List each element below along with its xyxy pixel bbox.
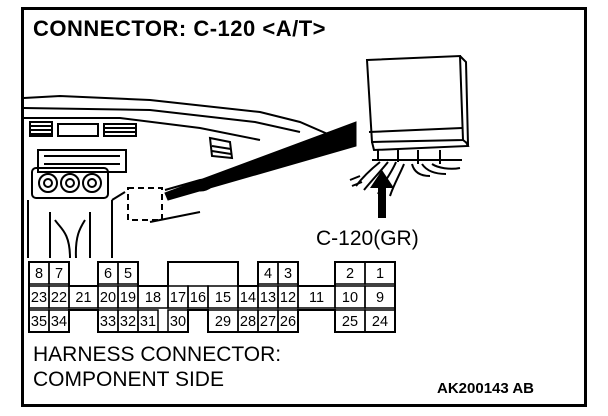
pin-label: 9 — [376, 290, 384, 306]
pin-label: 5 — [124, 266, 132, 282]
dashboard-illustration — [23, 94, 331, 259]
connector-callout-label: C-120(GR) — [316, 227, 419, 250]
pin-label: 10 — [342, 290, 358, 306]
pin-label: 13 — [260, 290, 276, 306]
pin-label: 29 — [215, 314, 231, 330]
pin-label: 12 — [280, 290, 296, 306]
ecu-unit — [349, 54, 470, 197]
pin-label: 27 — [260, 314, 276, 330]
connector-title: CONNECTOR: C-120 <A/T> — [33, 16, 326, 41]
pin-label: 33 — [100, 314, 116, 330]
pin-label: 25 — [342, 314, 358, 330]
pin-label: 32 — [120, 314, 136, 330]
pin-label: 14 — [240, 290, 256, 306]
pin-label: 20 — [100, 290, 116, 306]
pin-cell — [364, 285, 396, 309]
harness-label-line2: COMPONENT SIDE — [33, 368, 224, 391]
pin-label: 3 — [284, 266, 292, 282]
pin-label: 35 — [31, 314, 47, 330]
diagram-frame — [21, 7, 587, 407]
pin-cell — [277, 261, 299, 285]
pin-label: 8 — [35, 266, 43, 282]
pin-label: 21 — [75, 290, 91, 306]
pin-cell — [48, 309, 70, 333]
pin-label: 24 — [372, 314, 388, 330]
pin-label: 6 — [104, 266, 112, 282]
pin-cell — [364, 309, 396, 333]
pin-cell — [277, 309, 299, 333]
pin-cell — [167, 309, 189, 333]
figure-code: AK200143 AB — [437, 380, 534, 397]
pin-cell — [117, 261, 139, 285]
pin-label: 11 — [309, 290, 324, 306]
pin-label: 19 — [120, 290, 136, 306]
harness-label-line1: HARNESS CONNECTOR: — [33, 343, 282, 366]
pin-label: 15 — [215, 290, 231, 306]
pin-label: 2 — [346, 266, 354, 282]
pin-label: 26 — [280, 314, 296, 330]
up-arrow-icon — [370, 170, 394, 218]
pin-label: 7 — [55, 266, 63, 282]
pin-label: 1 — [376, 266, 384, 282]
pin-label: 28 — [240, 314, 256, 330]
pin-label: 23 — [31, 290, 47, 306]
pin-label: 18 — [145, 290, 161, 306]
pointer-wedge — [164, 121, 357, 201]
pin-label: 17 — [170, 290, 186, 306]
pin-label: 16 — [190, 290, 206, 306]
pin-cell — [48, 261, 70, 285]
pin-label: 34 — [51, 314, 67, 330]
pin-label: 31 — [140, 314, 156, 330]
pin-cell — [364, 261, 396, 285]
pin-label: 30 — [170, 314, 186, 330]
pin-label: 4 — [264, 266, 272, 282]
pin-label: 22 — [51, 290, 67, 306]
pin-cell — [137, 309, 159, 333]
